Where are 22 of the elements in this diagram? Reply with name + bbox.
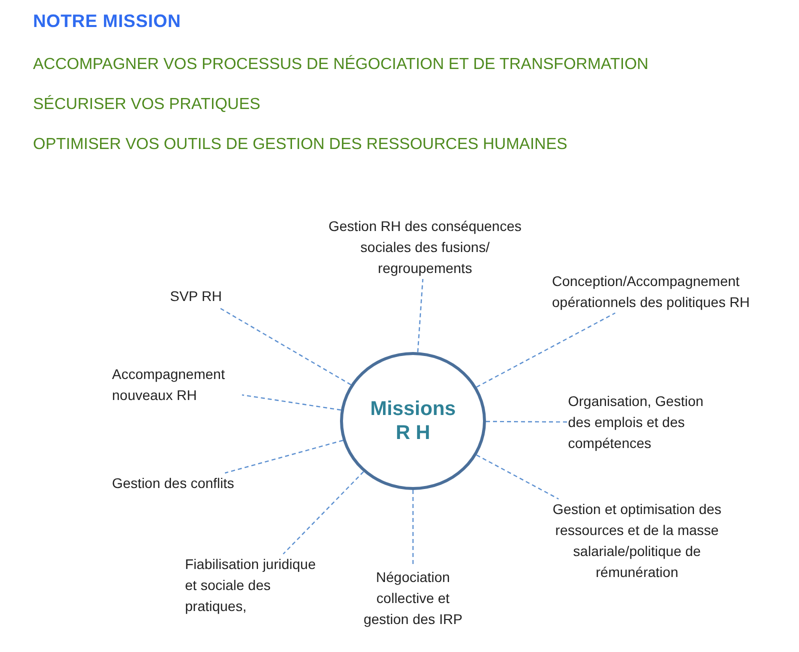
connector-line (417, 278, 424, 352)
connector-line (476, 312, 616, 388)
mission-label: Organisation, Gestion des emplois et des compétences (568, 391, 728, 454)
mission-label: Gestion RH des conséquences sociales des fusions/ regroupements (318, 216, 532, 279)
mission-statement: ACCOMPAGNER VOS PROCESSUS DE NÉGOCIATION ET DE TRANSFORMATION (33, 56, 648, 74)
mission-label: SVP RH (170, 286, 230, 307)
connector-line (486, 420, 568, 423)
mission-label: Négociation collective et gestion des IRP (356, 567, 470, 630)
heading: NOTRE MISSION (33, 11, 181, 32)
mission-statement: SÉCURISER VOS PRATIQUES (33, 96, 260, 114)
connector-line (476, 454, 559, 500)
connector-line (282, 471, 364, 554)
connector-line (242, 394, 342, 411)
mission-label: Gestion des conflits (112, 473, 262, 494)
mission-label: Fiabilisation juridique et sociale des pratiques, (185, 554, 320, 617)
connector-line (218, 306, 352, 386)
mission-label: Accompagnement nouveaux RH (112, 364, 242, 406)
circle-title: Missions R H (369, 397, 457, 445)
connector-line (224, 440, 344, 474)
mission-label: Conception/Accompagnement opérationnels des politiques RH (552, 271, 757, 313)
mission-label: Gestion et optimisation des ressources et de la masse salariale/politique de rémunération (535, 499, 739, 583)
mission-statement: OPTIMISER VOS OUTILS DE GESTION DES RESSOURCES HUMAINES (33, 136, 568, 154)
